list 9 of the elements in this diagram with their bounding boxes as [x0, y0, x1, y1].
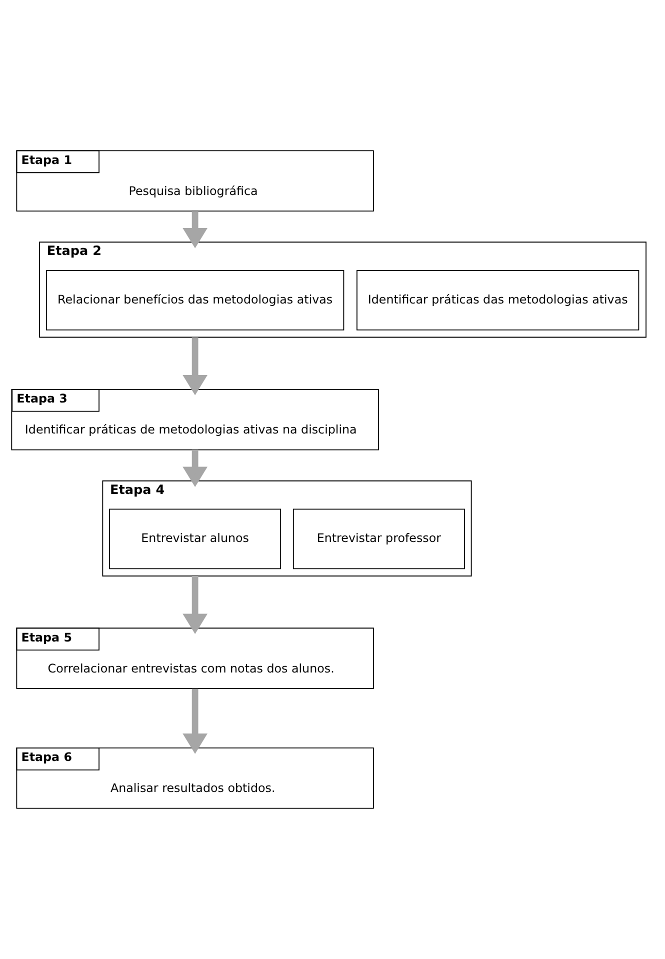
- arrow: [182, 337, 208, 396]
- arrow: [182, 576, 208, 634]
- arrow: [182, 450, 208, 487]
- node-box: Relacionar benefícios das metodologias ativas: [46, 270, 344, 330]
- arrow: [182, 688, 208, 754]
- node-box: Entrevistar alunos: [109, 508, 282, 570]
- arrow: [182, 211, 208, 248]
- node-box: Identificar práticas das metodologias ativas: [356, 270, 640, 330]
- node-box: Entrevistar professor: [292, 508, 465, 570]
